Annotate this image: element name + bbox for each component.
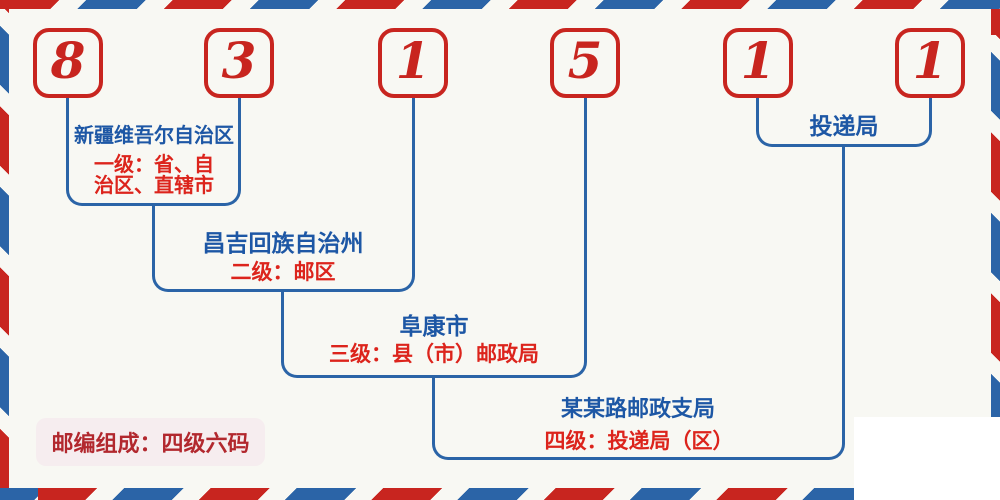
level3-name: 阜康市 (399, 313, 469, 339)
digit-1: 8 (50, 31, 86, 90)
level2-desc: 二级：邮区 (230, 261, 336, 284)
level1-desc-line2: 治区、直辖市 (94, 175, 214, 197)
bracket-level3-county (281, 292, 587, 378)
connector-digit4-line (584, 98, 587, 292)
digit-box-5: 1 (723, 28, 793, 98)
white-corner-patch (854, 417, 1000, 500)
airmail-border-bottom (0, 488, 1000, 500)
digit-4: 5 (567, 31, 603, 90)
bracket-delivery-office (756, 98, 932, 147)
digit-box-1: 8 (33, 28, 103, 98)
digit-3: 1 (395, 31, 431, 90)
airmail-border-right (991, 9, 1000, 488)
digit-box-4: 5 (550, 28, 620, 98)
digit-5: 1 (740, 31, 776, 90)
bracket-level4-branch (432, 378, 845, 460)
bracket-level2-district (152, 206, 415, 292)
level1-desc-line1: 一级：省、自 (94, 154, 214, 176)
digit-2: 3 (221, 31, 257, 90)
postal-code-composition-pill: 邮编组成：四级六码 (36, 418, 265, 466)
delivery-office-name: 投递局 (809, 113, 879, 139)
postal-code-composition-label: 邮编组成：四级六码 (51, 431, 250, 457)
digit-box-2: 3 (204, 28, 274, 98)
level3-desc: 三级：县（市）邮政局 (329, 343, 539, 366)
digit-box-6: 1 (895, 28, 965, 98)
digit-6: 1 (912, 31, 948, 90)
bracket-level1-province (66, 98, 241, 206)
digit-box-3: 1 (378, 28, 448, 98)
airmail-border-top (0, 0, 1000, 9)
connector-digit3-line (412, 98, 415, 206)
level1-name: 新疆维吾尔自治区 (74, 125, 234, 147)
level4-desc: 四级：投递局（区） (544, 430, 734, 453)
level4-name: 某某路邮政支局 (560, 396, 715, 421)
connector-delivery-line (842, 147, 845, 378)
airmail-border-left (0, 9, 9, 488)
level2-name: 昌吉回族自治州 (202, 230, 364, 256)
